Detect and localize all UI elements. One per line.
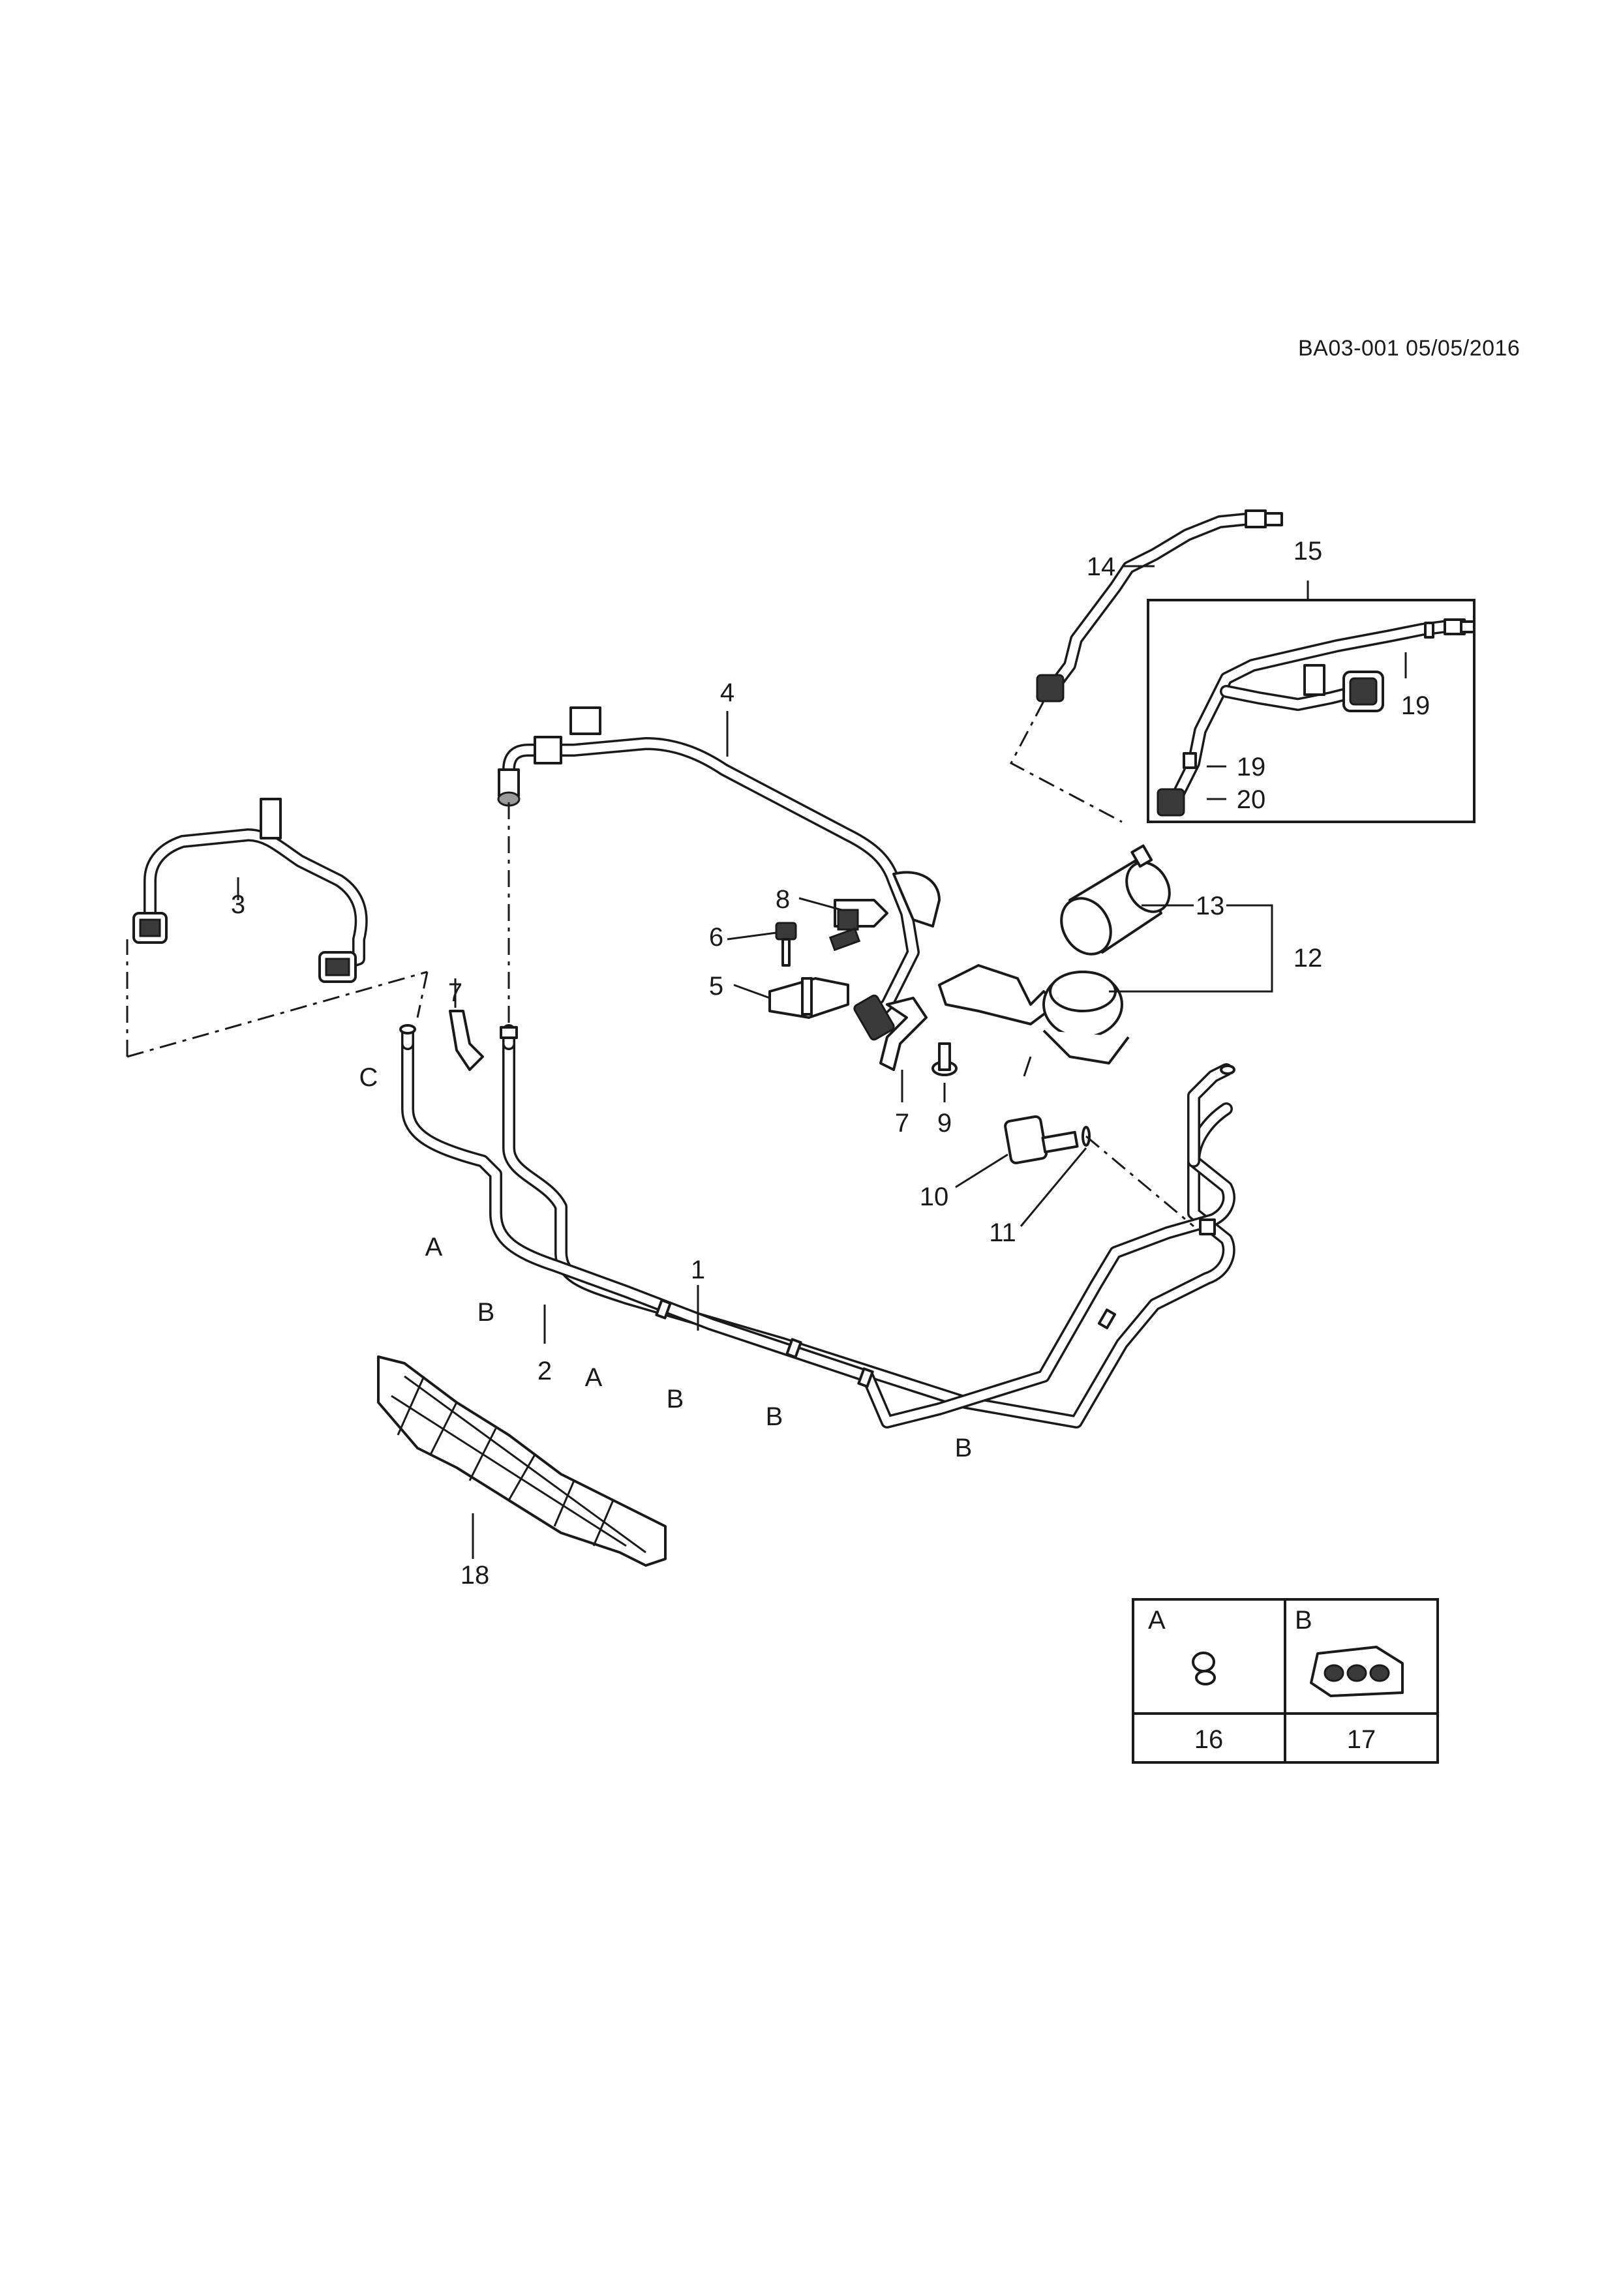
pipe-retainer-clip-icon bbox=[1310, 1646, 1404, 1697]
hose-assembly-15-connector bbox=[1342, 671, 1384, 712]
hose-4-tag bbox=[569, 706, 601, 735]
clip-letter-c: C bbox=[359, 1063, 378, 1092]
callout-6: 6 bbox=[709, 923, 723, 952]
legend-letter-a: A bbox=[1148, 1606, 1166, 1635]
hose-assembly-15[interactable] bbox=[1157, 618, 1475, 817]
callout-18: 18 bbox=[461, 1561, 490, 1590]
callout-11: 11 bbox=[989, 1218, 1016, 1247]
callout-12: 12 bbox=[1294, 944, 1323, 973]
bracket-5[interactable] bbox=[768, 977, 849, 1019]
leader-lines bbox=[237, 565, 1407, 1559]
legend-part-16: 16 bbox=[1194, 1725, 1224, 1754]
fuel-pipe-1[interactable] bbox=[502, 1037, 1235, 1428]
callout-2: 2 bbox=[537, 1357, 552, 1385]
reference-code: BA03-001 05/05/2016 bbox=[1298, 336, 1521, 361]
clip-7-right[interactable] bbox=[879, 997, 928, 1071]
filter-bracket-12[interactable] bbox=[938, 964, 1130, 1077]
clip-7-left[interactable] bbox=[449, 1010, 484, 1071]
callout-5: 5 bbox=[709, 972, 723, 1001]
pipe-clips bbox=[655, 1218, 1216, 1388]
fuel-filter-13[interactable] bbox=[1052, 844, 1178, 963]
clip-letter-b4: B bbox=[955, 1434, 973, 1462]
callout-8: 8 bbox=[776, 885, 790, 914]
callout-20: 20 bbox=[1237, 785, 1266, 814]
sensor-10[interactable] bbox=[1004, 1115, 1079, 1164]
hose-4-end-right bbox=[853, 871, 941, 1041]
clip-letter-a2: A bbox=[585, 1363, 603, 1392]
callout-19-top: 19 bbox=[1401, 691, 1430, 720]
clip-letter-b2: B bbox=[667, 1385, 684, 1413]
hose-clip-icon bbox=[1192, 1652, 1216, 1685]
hose-4-end-left bbox=[497, 768, 521, 807]
fuel-pipe-2[interactable] bbox=[401, 1037, 1235, 1428]
clip-letter-b1: B bbox=[477, 1298, 495, 1327]
callout-10: 10 bbox=[920, 1183, 949, 1211]
hose-3[interactable] bbox=[132, 798, 368, 983]
clip-letter-a1: A bbox=[425, 1233, 443, 1261]
callout-15: 15 bbox=[1294, 537, 1323, 566]
callout-4: 4 bbox=[720, 678, 734, 707]
hose-3-connector-right bbox=[318, 951, 357, 983]
legend-table: A B 16 17 bbox=[1132, 1598, 1439, 1764]
callout-9: 9 bbox=[937, 1109, 952, 1138]
callout-14: 14 bbox=[1087, 552, 1116, 581]
callout-13: 13 bbox=[1196, 892, 1225, 920]
shield-18[interactable] bbox=[377, 1355, 667, 1567]
hose-3-connector-left bbox=[132, 912, 168, 944]
callout-7-right: 7 bbox=[895, 1109, 909, 1138]
hose-14[interactable] bbox=[1036, 509, 1283, 702]
callout-3: 3 bbox=[231, 890, 245, 919]
pipe-end-c bbox=[399, 1024, 416, 1050]
assembly-lines bbox=[126, 701, 1194, 1228]
hose-3-tag bbox=[260, 798, 282, 839]
clip-letter-b3: B bbox=[766, 1402, 783, 1431]
callout-labels: 1 2 3 4 5 6 7 7 8 9 10 11 12 13 14 15 18… bbox=[231, 537, 1430, 1590]
pipe-end-right bbox=[1187, 1063, 1235, 1168]
legend-part-17: 17 bbox=[1347, 1725, 1376, 1754]
stud-9[interactable] bbox=[931, 1042, 958, 1076]
clamp-8[interactable] bbox=[828, 899, 888, 952]
callout-19-mid: 19 bbox=[1237, 753, 1266, 781]
callout-1: 1 bbox=[691, 1256, 705, 1284]
legend-letter-b: B bbox=[1295, 1606, 1312, 1635]
bolt-6[interactable] bbox=[775, 922, 797, 967]
hose-assembly-15-box bbox=[1147, 581, 1475, 823]
hose-4[interactable] bbox=[497, 706, 941, 1041]
pipe-end-center bbox=[500, 1024, 518, 1050]
callout-7-left: 7 bbox=[448, 978, 462, 1007]
